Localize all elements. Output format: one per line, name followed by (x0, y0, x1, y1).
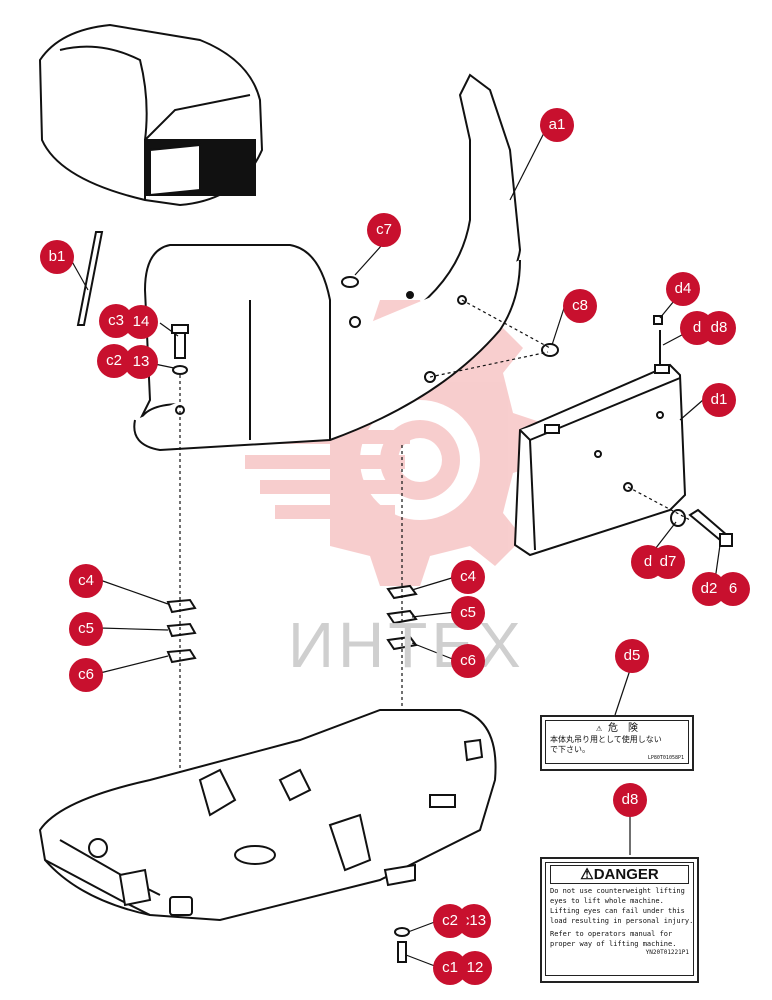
callout-c5-left[interactable]: c5 (69, 612, 103, 646)
callout-c8[interactable]: c8 (563, 289, 597, 323)
callout-12[interactable]: 12 (458, 951, 492, 985)
callout-b1[interactable]: b1 (40, 240, 74, 274)
callout-d1[interactable]: d1 (702, 383, 736, 417)
callout-d5[interactable]: d5 (615, 639, 649, 673)
danger-label-line2: eyes to lift whole machine. (550, 897, 664, 905)
callout-c7[interactable]: c7 (367, 213, 401, 247)
danger-label-line4: load resulting in personal injury. (550, 917, 694, 925)
watermark-text: ИНТЕХ (288, 609, 525, 681)
callout-c2[interactable]: c2 (97, 344, 131, 378)
counterweight-rear (513, 363, 687, 557)
callout-c1-bottom[interactable]: c1 (433, 951, 467, 985)
callout-d8[interactable]: d8 (702, 311, 736, 345)
danger-label-code: YN20T01221P1 (645, 949, 689, 956)
danger-label-line5: Refer to operators manual for (550, 930, 673, 938)
warning-label-jp-line2: で下さい。 (550, 745, 590, 754)
danger-label-line1: Do not use counterweight lifting (550, 887, 685, 895)
fasteners (76, 231, 733, 963)
callout-d2[interactable]: d2 (692, 572, 726, 606)
cab-canopy (38, 23, 264, 207)
danger-label-line3: Lifting eyes can fail under this (550, 907, 685, 915)
callout-c5-right[interactable]: c5 (451, 596, 485, 630)
callout-c4-left[interactable]: c4 (69, 564, 103, 598)
upper-frame (38, 709, 497, 922)
danger-label-title: ⚠DANGER (550, 865, 689, 884)
callout-d7[interactable]: d7 (651, 545, 685, 579)
callout-c3[interactable]: c3 (99, 304, 133, 338)
warning-label-jp-line1: 本体丸吊り用として使用しない (550, 735, 662, 744)
danger-label-line6: proper way of lifting machine. (550, 940, 677, 948)
callout-c6-right[interactable]: c6 (451, 644, 485, 678)
callout-d4[interactable]: d4 (666, 272, 700, 306)
callout-c4-right[interactable]: c4 (451, 560, 485, 594)
callout-a1[interactable]: a1 (540, 108, 574, 142)
callout-c6-left[interactable]: c6 (69, 658, 103, 692)
leader-lines (69, 124, 721, 969)
callout-d8-label[interactable]: d8 (613, 783, 647, 817)
danger-label: ⚠DANGER Do not use counterweight lifting… (540, 857, 699, 983)
callout-c2-bottom[interactable]: c2 (433, 904, 467, 938)
warning-label-jp-title: ⚠ 危 険 (595, 723, 639, 734)
warning-label-jp: ⚠ 危 険 本体丸吊り用として使用しない で下さい。 LP80T01058P1 (540, 715, 694, 771)
warning-label-jp-code: LP80T01058P1 (647, 755, 684, 761)
